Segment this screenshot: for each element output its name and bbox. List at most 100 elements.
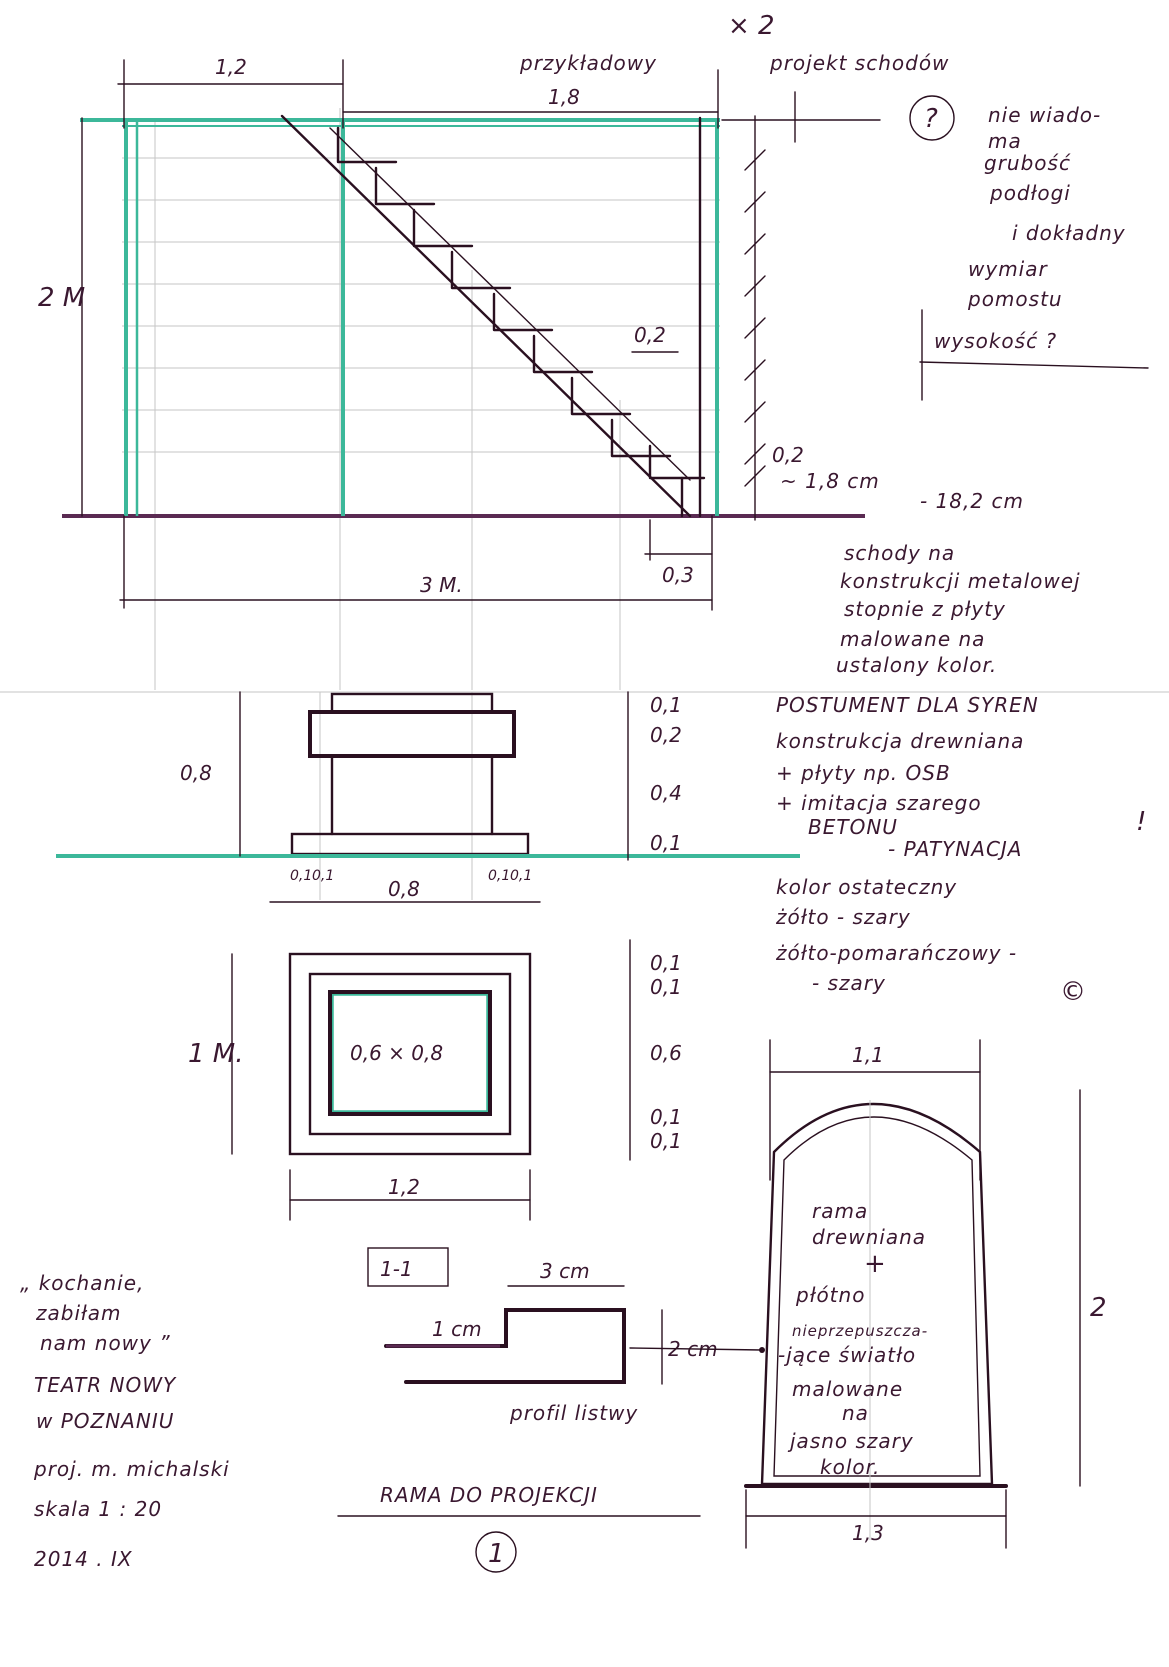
pedestal-note-5: BETONU: [808, 815, 898, 839]
frame-pointer-dot: [759, 1347, 765, 1353]
credits-line-4: TEATR NOWY: [34, 1373, 177, 1397]
dim-top-right: 1,8: [548, 85, 580, 109]
approx-total: - 18,2 cm: [920, 489, 1024, 513]
plan-inner-size: 0,6 × 0,8: [350, 1041, 443, 1065]
question-line-4: podłogi: [989, 181, 1071, 205]
frame-line-3: +: [864, 1249, 886, 1279]
stair-stringer-inner: [329, 127, 691, 481]
pedestal-note-7: !: [1136, 807, 1146, 837]
pedestal-note: POSTUMENT DLA SYREN konstrukcja drewnian…: [775, 693, 1146, 1007]
credits-line-1: „ kochanie,: [20, 1271, 144, 1295]
dim-width: 3 M.: [420, 573, 463, 597]
pedestal-note-11: - szary: [812, 971, 886, 995]
pedestal-dim-3: 0,4: [650, 781, 682, 805]
profile-caption: profil listwy: [509, 1401, 638, 1425]
pedestal-note-4: + imitacja szarego: [776, 791, 982, 815]
stair-steps: [336, 126, 706, 518]
question-line-8: wysokość ?: [934, 329, 1057, 353]
pedestal-dim-main: 0,8: [388, 877, 420, 901]
profile-top: 3 cm: [540, 1259, 590, 1283]
stairs-line-5: ustalony kolor.: [836, 653, 997, 677]
stairs-line-1: schody na: [844, 541, 955, 565]
staircase-elevation: 1,2 1,8 × 2 przykładowy projekt schodów …: [38, 11, 1024, 690]
height-ticks: [744, 149, 766, 487]
pedestal-note-12: ©: [1060, 977, 1086, 1007]
pedestal-note-3: + płyty np. OSB: [776, 761, 951, 785]
pedestal-plan: 0,6 × 0,8 1 M. 0,1 0,1 0,6 0,1 0,1 1,2: [188, 939, 682, 1221]
plan-dim-4: 0,1: [650, 1105, 682, 1129]
frame-line-9: jasno szary: [787, 1429, 914, 1453]
frame-bottom: 1,3: [852, 1521, 884, 1545]
frame-inner: [773, 1116, 981, 1477]
frame-line-5: nieprzepuszcza-: [792, 1322, 928, 1340]
dim-top-left: 1,2: [215, 55, 247, 79]
plan-dim-5: 0,1: [650, 1129, 682, 1153]
credits-line-5: w POZNANIU: [36, 1409, 174, 1433]
frame-line-4: płótno: [795, 1283, 865, 1307]
staircase-construction-grid: [122, 108, 720, 690]
question-symbol: ?: [924, 104, 938, 134]
question-note: ? nie wiado- ma grubość podłogi i dokład…: [909, 95, 1149, 401]
sheet-number-circle: [475, 1531, 517, 1573]
credits-line-7: skala 1 : 20: [34, 1497, 162, 1521]
question-line-7: pomostu: [967, 287, 1063, 311]
plan-height: 1 M.: [188, 1039, 244, 1069]
pedestal-dim-1: 0,1: [650, 693, 682, 717]
plan-dim-2: 0,1: [650, 975, 682, 999]
plan-inner: [328, 990, 492, 1116]
section-box: [367, 1247, 449, 1287]
sheet-number: 1: [488, 1539, 505, 1569]
stairs-note: schody na konstrukcji metalowej stopnie …: [836, 541, 1081, 677]
dim-height: 2 M: [38, 283, 85, 313]
header-right: projekt schodów: [769, 51, 949, 75]
question-line-2: ma: [988, 129, 1022, 153]
frame-line-6: -jące światło: [778, 1343, 916, 1367]
header-left: przykładowy: [519, 51, 657, 75]
stair-stringer: [280, 114, 692, 518]
section-label: 1-1: [380, 1257, 413, 1281]
credits: „ kochanie, zabiłam nam nowy ” TEATR NOW…: [20, 1271, 230, 1571]
dim-step-height: 0,2: [772, 443, 804, 467]
frame-line-7: malowane: [792, 1377, 903, 1401]
pedestal-height: 0,8: [180, 761, 212, 785]
frame-line-10: kolor.: [820, 1455, 880, 1479]
pedestal-dim-2: 0,2: [650, 723, 682, 747]
pedestal-small-dim-4: 0,1: [510, 868, 532, 884]
pedestal-dim-4: 0,1: [650, 831, 682, 855]
question-line-5: i dokładny: [1012, 221, 1126, 245]
dim-step-width: 0,2: [634, 323, 666, 347]
pedestal-note-6: - PATYNACJA: [888, 837, 1023, 861]
question-line-3: grubość: [984, 151, 1071, 175]
frame-line-8: na: [842, 1401, 869, 1425]
pedestal-note-10: żółto-pomarańczowy -: [775, 941, 1017, 965]
profile-left: 1 cm: [432, 1317, 482, 1341]
question-line-6: wymiar: [968, 257, 1048, 281]
credits-line-8: 2014 . IX: [34, 1547, 133, 1571]
pedestal-note-9: żółto - szary: [775, 905, 911, 929]
pedestal-small-dim-3: 0,1: [488, 868, 510, 884]
stairs-line-2: konstrukcji metalowej: [840, 569, 1081, 593]
question-circle: [909, 95, 955, 141]
question-line-1: nie wiado-: [988, 103, 1101, 127]
credits-line-6: proj. m. michalski: [33, 1457, 230, 1481]
pedestal-small-dim-2: 0,1: [312, 868, 334, 884]
plan-middle: [308, 972, 512, 1136]
frame-outer: [760, 1102, 994, 1486]
dim-base: 0,3: [662, 563, 694, 587]
profile-section: 1-1 3 cm 1 cm 2 cm profil listwy: [367, 1247, 765, 1425]
frame-height: 2: [1090, 1293, 1107, 1323]
pedestal-note-1: POSTUMENT DLA SYREN: [776, 693, 1039, 717]
stairs-line-4: malowane na: [840, 627, 985, 651]
credits-line-2: zabiłam: [35, 1301, 122, 1325]
projection-frame: 1,1 1,3 2 rama drewniana + płótno nieprz…: [744, 1039, 1107, 1549]
pedestal-note-2: konstrukcja drewniana: [776, 729, 1024, 753]
plan-outer: [288, 952, 532, 1156]
frame-caption: RAMA DO PROJEKCJI: [380, 1483, 598, 1507]
pedestal-elevation: 0,8 0,1 0,2 0,4 0,1 0,1 0,1 0,1 0,1 0,8: [56, 691, 800, 903]
pedestal-small-dim-1: 0,1: [290, 868, 312, 884]
approx-step: ~ 1,8 cm: [780, 469, 880, 493]
frame-line-1: rama: [812, 1199, 868, 1223]
frame-line-2: drewniana: [812, 1225, 926, 1249]
frame-top: 1,1: [852, 1043, 884, 1067]
